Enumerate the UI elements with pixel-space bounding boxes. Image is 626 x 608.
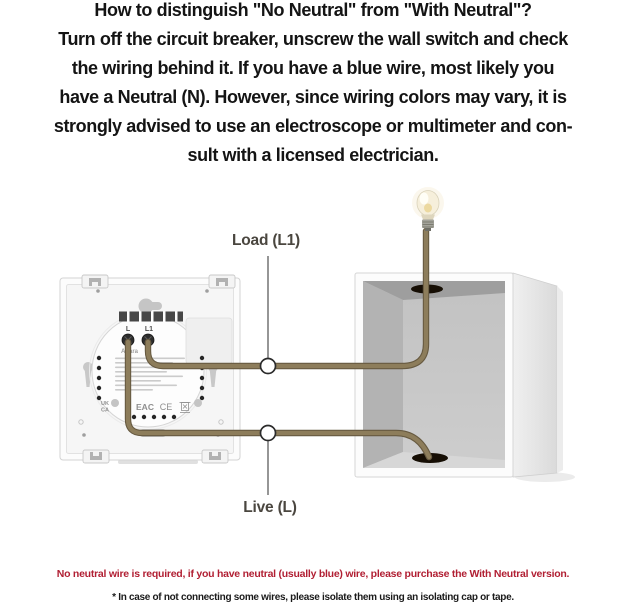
module-gray-knob-left (111, 399, 119, 407)
plate-under-shadow (118, 460, 198, 464)
wall-box (354, 272, 575, 482)
wiring-diagram: L L1 Aqara (0, 170, 626, 540)
mounting-clip-bottom-right (201, 449, 229, 464)
weee-bin-icon (179, 402, 191, 413)
load-wire-label: Load (L1) (232, 232, 300, 249)
live-wire (124, 338, 433, 461)
eac-mark: EAC (136, 402, 154, 412)
plate-screw-holes (78, 289, 224, 437)
mounting-clip-top-right (208, 274, 236, 289)
wiring-diagram-canvas: L L1 Aqara (59, 187, 575, 495)
ce-mark: CE (160, 402, 173, 412)
heading-line-5: strongly advised to use an electroscope … (53, 116, 573, 136)
switch-module: L L1 Aqara (89, 311, 233, 437)
page-title: How to distinguish "No Neutral" from "Wi… (0, 0, 626, 170)
ukca-mark-uk: UK (101, 401, 109, 407)
live-junction-node (259, 424, 277, 442)
no-neutral-warning-text: No neutral wire is required, if you have… (56, 568, 570, 580)
heading-line-1: How to distinguish "No Neutral" from "Wi… (94, 0, 532, 20)
box-right-side (512, 272, 558, 478)
terminal-connector-strip (119, 311, 183, 322)
certification-marks: UK CA EAC CE (101, 401, 191, 414)
load-junction-node (259, 357, 277, 375)
isolation-note-text: * In case of not connecting some wires, … (112, 592, 514, 603)
load-wire (144, 227, 430, 370)
box-interior-left-wall (363, 281, 403, 468)
switch-back-plate: L L1 Aqara (59, 274, 241, 464)
mounting-clip-bottom-left (82, 449, 110, 464)
mounting-keyhole-top (138, 298, 162, 314)
heading-line-3: the wiring behind it. If you have a blue… (71, 58, 555, 78)
live-wire-label: Live (L) (243, 499, 297, 516)
ukca-mark-ca: CA (101, 408, 109, 414)
heading-line-2: Turn off the circuit breaker, unscrew th… (58, 29, 568, 49)
box-right-edge-shadow (557, 286, 563, 473)
terminal-label-l1: L1 (145, 326, 153, 333)
heading-line-4: have a Neutral (N). However, since wirin… (59, 87, 567, 107)
light-bulb-icon (412, 187, 444, 231)
mounting-clip-top-left (81, 274, 109, 289)
terminal-label-l: L (126, 326, 131, 333)
heading-line-6: sult with a licensed electrician. (187, 145, 439, 165)
module-gray-knob-right (194, 399, 202, 407)
module-side-housing (185, 317, 233, 365)
